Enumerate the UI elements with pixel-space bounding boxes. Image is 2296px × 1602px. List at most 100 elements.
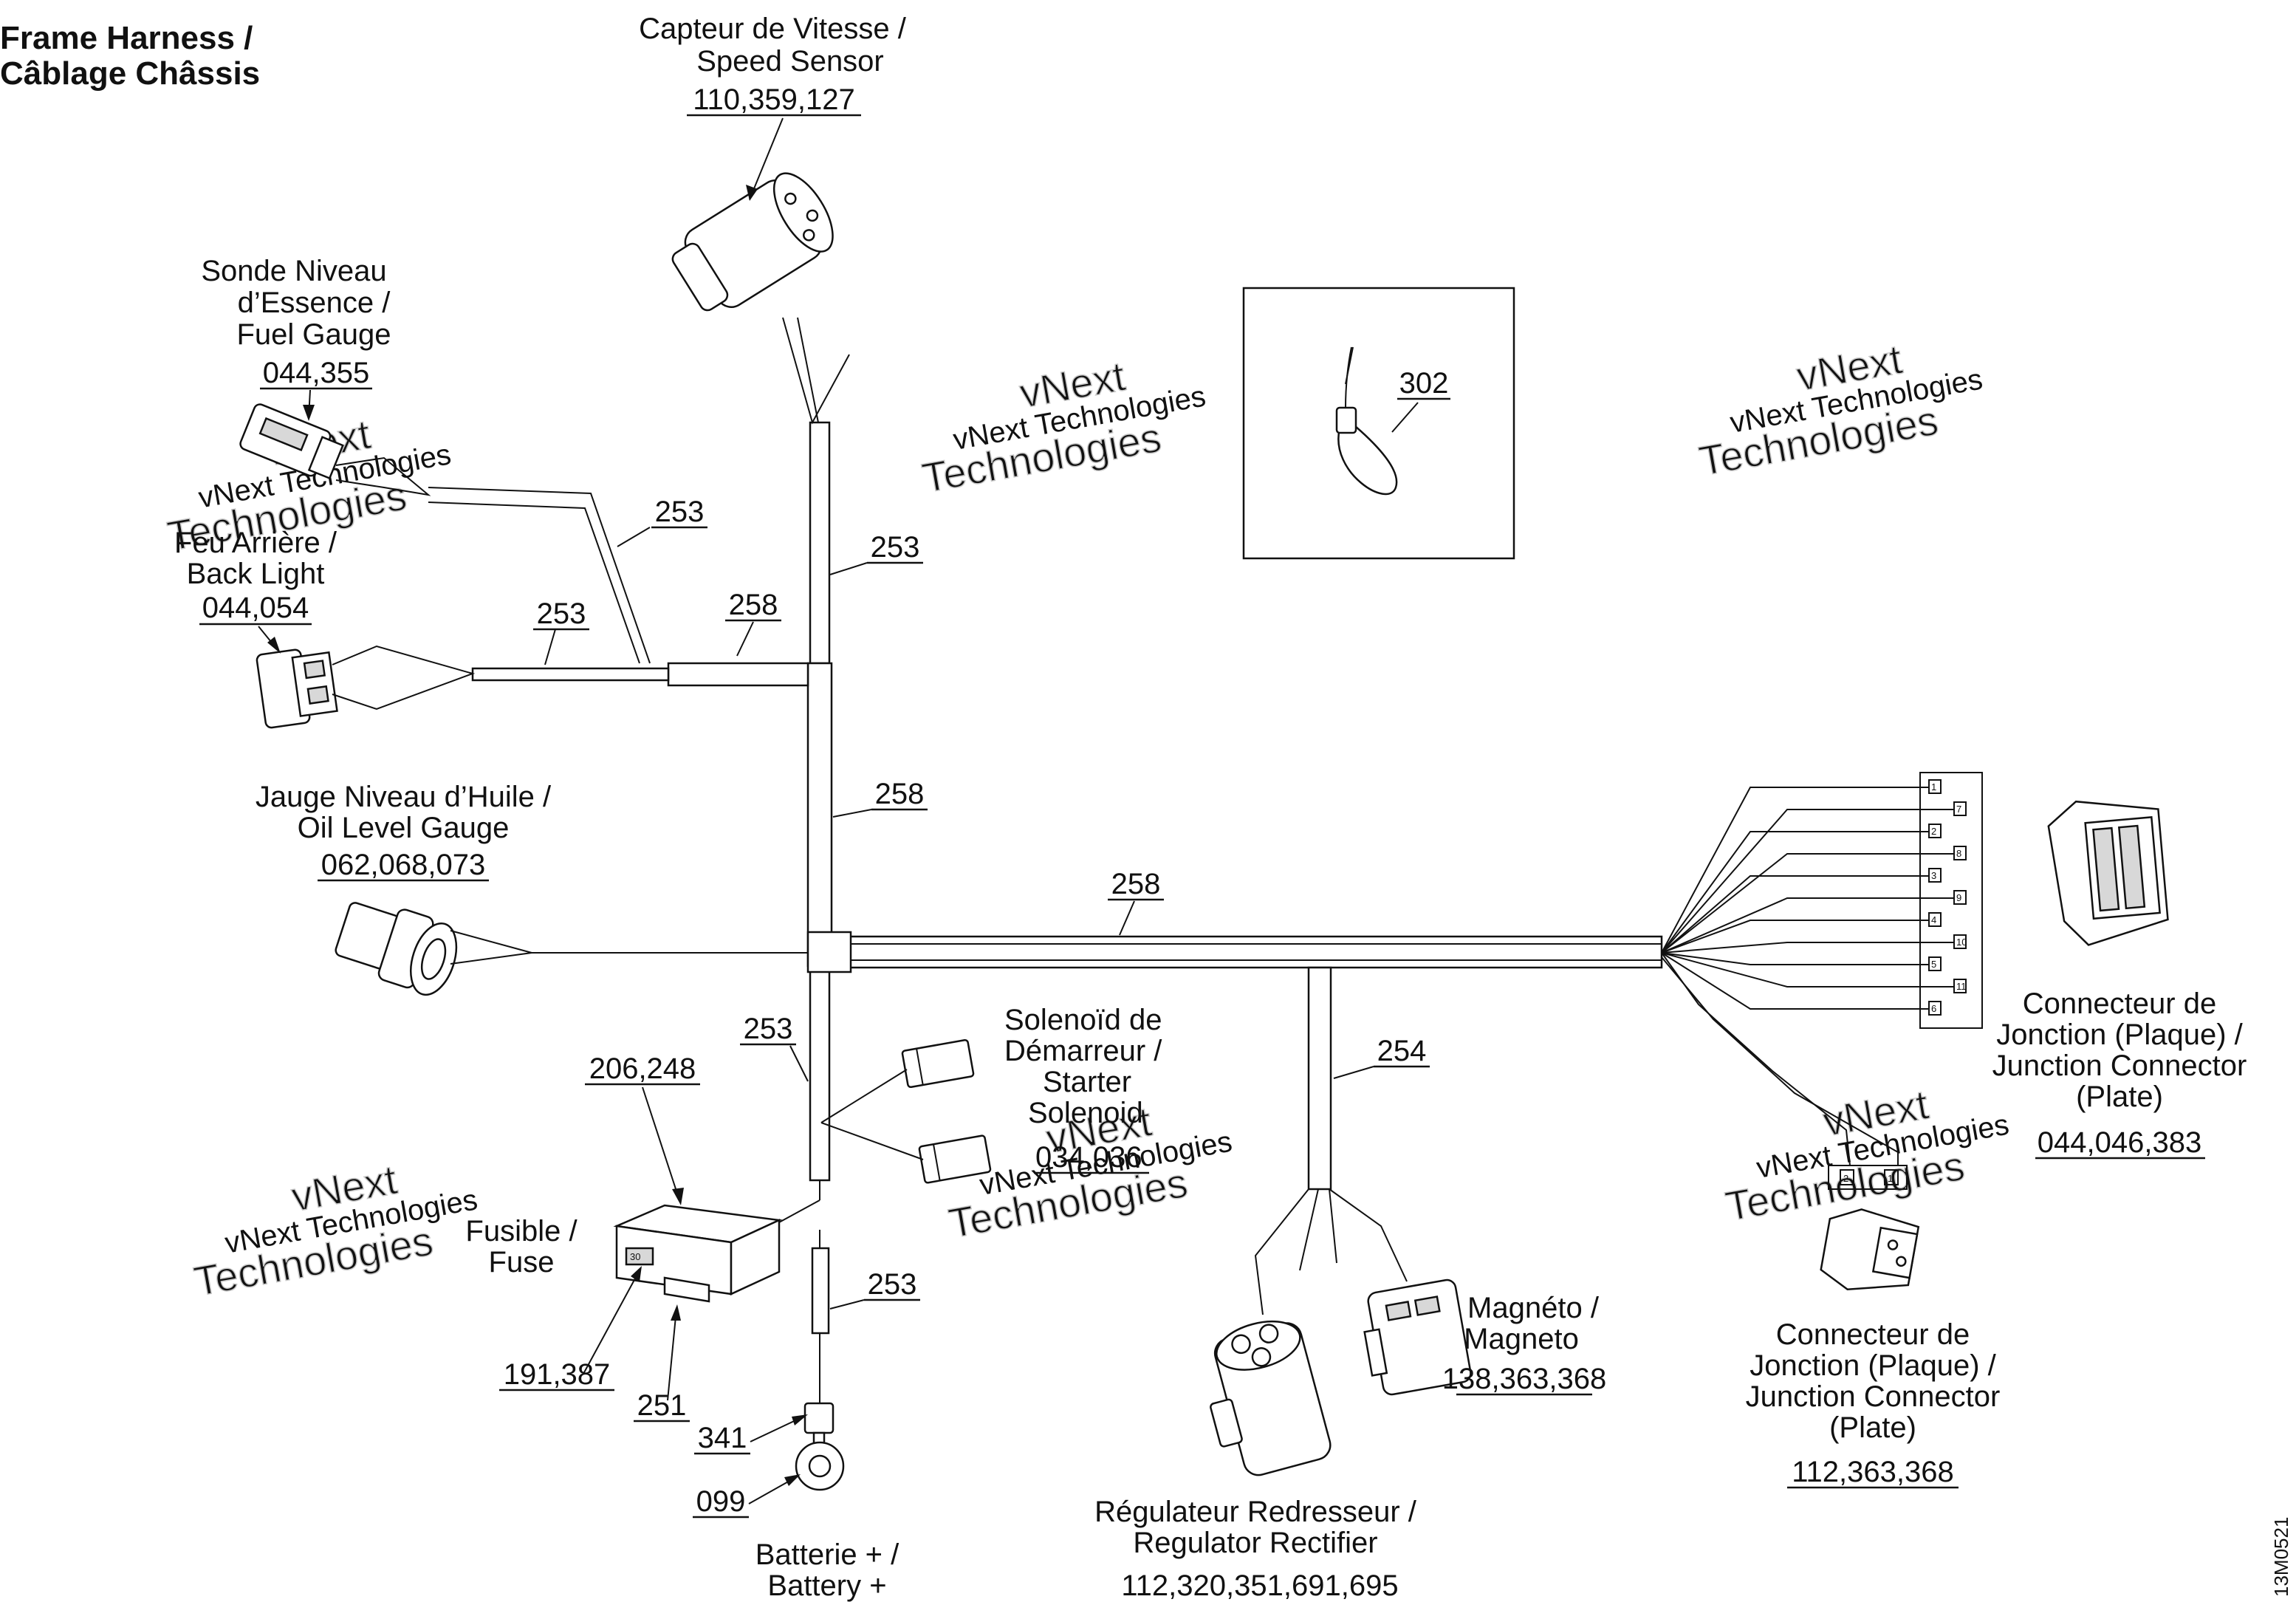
- fuel-gauge-label-line2: d’Essence /: [238, 287, 391, 319]
- oil-gauge-icon: [335, 902, 458, 996]
- fuel-gauge-label-line1: Sonde Niveau: [201, 255, 386, 287]
- junction-12-label-line2: Jonction (Plaque) /: [1996, 1019, 2243, 1051]
- solenoid-label-line1: Solenoïd de: [1004, 1004, 1162, 1036]
- solenoid-label-line2: Démarreur /: [1004, 1035, 1162, 1067]
- junction-pin-label: 9: [1956, 892, 1961, 903]
- fuel-gauge-label-line3: Fuel Gauge: [236, 318, 391, 351]
- branch-253-backlight: [471, 667, 670, 682]
- fuse-label-en: Fuse: [489, 1246, 555, 1278]
- battery-ref-ring: 099: [696, 1485, 746, 1518]
- branch-254: [1307, 966, 1332, 1191]
- cable-tie-ref: 302: [1399, 367, 1449, 400]
- regulator-refs: 112,320,351,691,695: [1121, 1570, 1398, 1602]
- harness-refs: 253 253 258 253 258 258 253 254 253: [533, 496, 1430, 1310]
- trunk-vertical-upper: [809, 421, 831, 665]
- diagram-title-line2: Câblage Châssis: [0, 55, 260, 92]
- junction-2-label-line4: (Plate): [1829, 1411, 1916, 1444]
- junction-connector-2: 2 1 Connecteur de Jonction (Plaque) / Ju…: [1661, 952, 2001, 1489]
- junction-pin-label: 10: [1956, 937, 1967, 948]
- junction-wire: [1661, 831, 1929, 954]
- junction-wire: [1661, 942, 1954, 954]
- regulator-label-fr: Régulateur Redresseur /: [1094, 1496, 1417, 1528]
- junction-pin-frame: [1919, 772, 1983, 1029]
- battery-label-fr: Batterie + /: [755, 1538, 899, 1571]
- junction-2-label-line3: Junction Connector: [1746, 1380, 2001, 1413]
- trunk-vertical-lower: [809, 965, 831, 1182]
- fuel-gauge: Sonde Niveau d’Essence / Fuel Gauge 044,…: [201, 255, 431, 496]
- ref-254: 254: [1377, 1035, 1427, 1067]
- junction-pin-label: 7: [1956, 804, 1961, 815]
- battery-sleeve: [811, 1247, 830, 1335]
- small-junction-pin-frame: [1828, 1165, 1908, 1190]
- back-light-label-en: Back Light: [187, 558, 325, 590]
- back-light-label-fr: Feu Arrière /: [174, 527, 337, 559]
- fuel-gauge-refs: 044,355: [263, 357, 370, 389]
- battery-ref-terminal: 341: [698, 1422, 747, 1454]
- junction-pin-label: 8: [1956, 848, 1961, 859]
- fuse-ref-b: 251: [637, 1389, 687, 1422]
- magneto-connector-icon: [1363, 1278, 1472, 1396]
- regulator-label-en: Regulator Rectifier: [1133, 1527, 1377, 1559]
- small-junction-pin-2: 2: [1843, 1173, 1848, 1184]
- junction-2-label-line2: Jonction (Plaque) /: [1750, 1349, 1996, 1382]
- ref-253-battery: 253: [868, 1268, 917, 1301]
- back-light: Feu Arrière / Back Light 044,054: [174, 527, 476, 729]
- junction-connector-12: Connecteur de Jonction (Plaque) / Juncti…: [1992, 800, 2247, 1160]
- solenoid-label-line3: Starter: [1043, 1066, 1131, 1098]
- ref-258-branch: 258: [729, 589, 778, 621]
- fuse: 30 Fusible / Fuse 206,248 191,387 251: [465, 1052, 820, 1423]
- junction-12-label-line3: Junction Connector: [1992, 1050, 2247, 1082]
- speed-sensor-refs: 110,359,127: [693, 83, 854, 116]
- speed-sensor-label-fr: Capteur de Vitesse /: [639, 13, 907, 45]
- inset-frame: [1242, 287, 1515, 560]
- fuse-ref-a: 191,387: [504, 1358, 611, 1391]
- diagram-title-line1: Frame Harness /: [0, 20, 253, 56]
- solenoid-label-line4: Solenoid: [1028, 1097, 1143, 1129]
- fuse-label-fr: Fusible /: [465, 1215, 578, 1247]
- oil-gauge-label-fr: Jauge Niveau d’Huile /: [256, 781, 552, 813]
- regulator-rectifier: Régulateur Redresseur / Regulator Rectif…: [1094, 1188, 1417, 1602]
- ref-253-main-upper: 253: [871, 531, 920, 564]
- back-light-refs: 044,054: [202, 592, 309, 624]
- junction-wire: [1661, 853, 1954, 954]
- oil-level-gauge: Jauge Niveau d’Huile / Oil Level Gauge 0…: [256, 781, 808, 996]
- figure-code: 13M0521: [2270, 1517, 2292, 1597]
- speed-sensor-label-en: Speed Sensor: [696, 45, 884, 78]
- junction-wire: [1661, 787, 1929, 954]
- solenoid-terminal-upper-icon: [901, 1038, 975, 1089]
- junction-pin-label: 11: [1956, 981, 1967, 992]
- speed-sensor: Capteur de Vitesse / Speed Sensor 110,35…: [639, 13, 907, 425]
- ref-253-lower: 253: [744, 1013, 793, 1045]
- junction-wire: [1661, 952, 1954, 987]
- solenoid-refs: 034,036: [1035, 1141, 1142, 1174]
- trunk-vertical-mid: [806, 662, 833, 968]
- fuse-ref-top: 206,248: [589, 1052, 696, 1085]
- solenoid-terminal-lower-icon: [918, 1134, 992, 1184]
- ref-258-main-mid: 258: [875, 778, 925, 810]
- magneto: Magnéto / Magneto 138,363,368: [1329, 1188, 1606, 1396]
- magneto-refs: 138,363,368: [1442, 1363, 1606, 1395]
- junction-2-label-line1: Connecteur de: [1776, 1318, 1970, 1351]
- trunk-junction: [806, 931, 852, 973]
- junction-wire: [1661, 952, 1929, 965]
- fuse-holder-icon: 30: [613, 1204, 783, 1303]
- magneto-label-fr: Magnéto /: [1467, 1292, 1600, 1324]
- ref-253-backlight: 253: [537, 598, 586, 630]
- junction-12-refs: 044,046,383: [2038, 1126, 2201, 1159]
- magneto-label-en: Magneto: [1464, 1323, 1579, 1355]
- back-light-icon: [256, 648, 338, 729]
- junction-wire: [1661, 952, 1929, 1010]
- junction-pin-label: 1: [1931, 781, 1936, 793]
- junction-wire: [1661, 809, 1954, 954]
- fuse-marking: 30: [630, 1251, 640, 1262]
- small-junction-pin-1: 1: [1888, 1173, 1893, 1184]
- junction-wire: [1661, 875, 1929, 954]
- battery-terminal: Batterie + / Battery + 341 099: [693, 1402, 899, 1602]
- regulator-connector-icon: [1210, 1320, 1332, 1476]
- junction-wire: [1661, 897, 1954, 954]
- starter-solenoid: Solenoïd de Démarreur / Starter Solenoid…: [820, 1004, 1162, 1184]
- junction-pin-label: 4: [1931, 914, 1936, 925]
- fuel-gauge-icon: [239, 403, 344, 480]
